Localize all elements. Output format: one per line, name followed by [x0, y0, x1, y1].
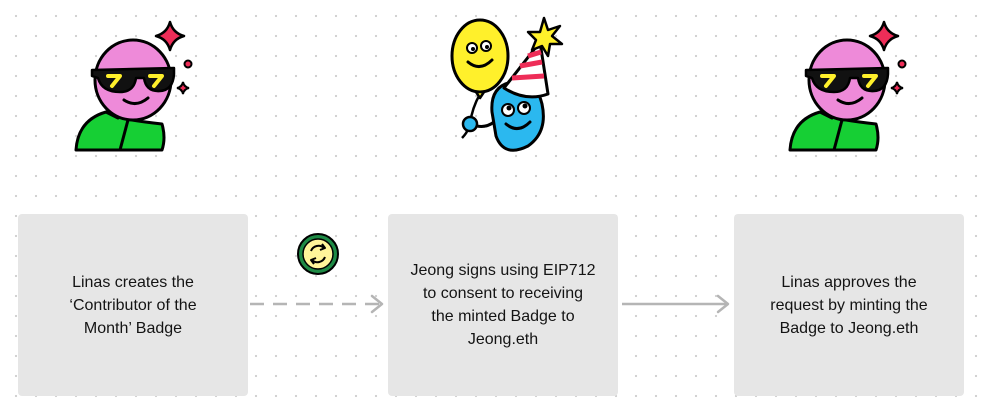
signature-badge: [297, 233, 339, 275]
step-2-text: Jeong signs using EIP712 to consent to r…: [410, 262, 596, 348]
dashed-arrow-connector: [250, 294, 384, 314]
step-3-text: Linas approves the request by minting th…: [770, 273, 928, 337]
solid-arrow-connector: [622, 294, 730, 314]
step-box-create-badge: Linas creates the ‘Contributor of the Mo…: [18, 214, 248, 396]
signature-refresh-icon: [297, 233, 339, 275]
cool-character-sunglasses-icon: [74, 20, 193, 152]
cool-character-sunglasses-icon: [788, 20, 907, 152]
step-box-approve-mint: Linas approves the request by minting th…: [734, 214, 964, 396]
cool-character-right-illustration: [788, 20, 907, 152]
party-balloons-illustration: [450, 16, 564, 152]
step-box-sign-consent: Jeong signs using EIP712 to consent to r…: [388, 214, 618, 396]
cool-character-left-illustration: [74, 20, 193, 152]
step-1-text: Linas creates the ‘Contributor of the Mo…: [69, 273, 197, 337]
party-balloons-icon: [450, 16, 564, 152]
